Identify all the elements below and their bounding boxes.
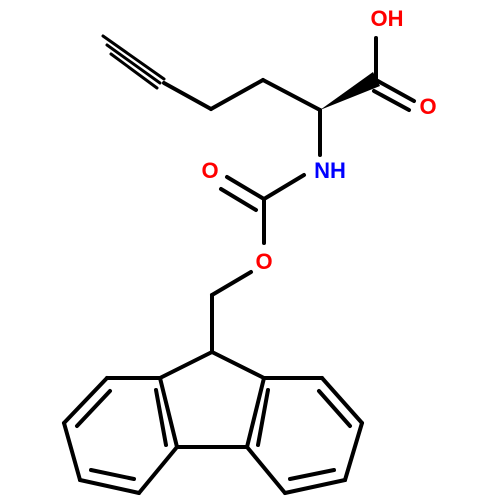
n-carbamate-bond [262, 173, 306, 201]
carbamate-c-o-double-bond-inner [219, 187, 258, 212]
chain-bond-2 [209, 78, 265, 111]
acid-c-o-double-bond [374, 78, 416, 103]
amine-nh-label: NH [314, 158, 346, 183]
stereo-wedge-bond [320, 72, 380, 110]
chain-bond-3 [261, 78, 322, 112]
right-benzene-ring [245, 376, 364, 495]
carbamate-c-o-double-bond [225, 175, 266, 201]
o-ch2-bond [210, 270, 253, 297]
chain-bond-1 [162, 81, 213, 111]
acid-c-o-double-bond-inner [372, 89, 411, 112]
alkyne-triple-bond [101, 34, 166, 90]
left-benzene-ring [62, 376, 179, 495]
fluorenyl-five-ring [158, 350, 266, 449]
ester-oxygen-label: O [255, 249, 272, 274]
acid-carbonyl-oxygen-label: O [419, 94, 436, 119]
hydroxyl-label: OH [371, 6, 404, 31]
carbamate-carbonyl-oxygen-label: O [201, 158, 218, 183]
